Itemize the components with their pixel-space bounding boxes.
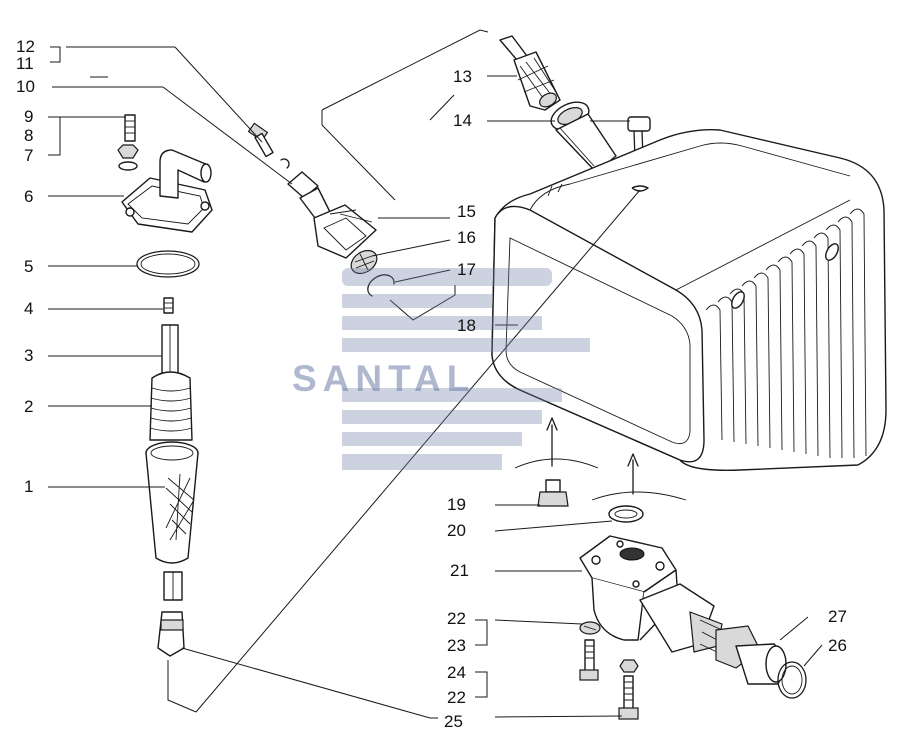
callout-19: 19: [447, 495, 466, 514]
callout-11: 11: [16, 54, 34, 73]
callout-18: 18: [457, 316, 476, 335]
callout-22-lower: 22: [447, 688, 466, 707]
callout-15: 15: [457, 202, 476, 221]
tank-ribs: [705, 208, 867, 459]
cap-part-13: [499, 35, 561, 111]
watermark-text: SANTAL: [292, 358, 476, 399]
callout-12: 12: [16, 37, 35, 56]
callout-2: 2: [24, 397, 34, 416]
tube-part-3: [161, 324, 179, 374]
callout-27: 27: [828, 607, 847, 626]
cover-part-6: [121, 149, 213, 233]
hose-part-14: [550, 101, 617, 173]
callout-6: 6: [24, 187, 34, 206]
outlet-elbow-part-21: [579, 535, 787, 685]
filter-body-part-2: [149, 371, 193, 441]
end-fitting-part-25: [157, 571, 185, 657]
plug-part-19: [537, 479, 569, 507]
callout-17: 17: [457, 260, 476, 279]
o-ring-inner: [140, 253, 196, 275]
callout-10: 10: [16, 77, 35, 96]
nut-part-24: [619, 659, 639, 673]
fitting-part-4: [163, 297, 174, 314]
gasket-part-20: [608, 505, 644, 523]
callout-22-upper: 22: [447, 609, 466, 628]
center-assembly: [247, 122, 395, 297]
bottom-assembly: [514, 417, 807, 720]
fuel-tank-part-18: [491, 129, 887, 471]
washer-part-7: [118, 161, 138, 171]
bolt-part-22: [618, 675, 639, 720]
callout-4: 4: [24, 299, 34, 318]
callout-20: 20: [447, 521, 466, 540]
snap-ring-part-17: [367, 274, 395, 297]
callout-23: 23: [447, 636, 466, 655]
callout-25: 25: [444, 712, 463, 731]
bolt-part-12: [247, 122, 290, 169]
callout-21: 21: [450, 561, 469, 580]
left-assembly: [117, 114, 213, 657]
neck-part-15: [299, 187, 377, 259]
callout-13: 13: [453, 67, 472, 86]
santal-watermark-logo: [342, 268, 590, 470]
leader-lines: [48, 29, 823, 719]
nut-part-8: [117, 144, 139, 159]
stud-part-9: [124, 114, 136, 142]
callout-14: 14: [453, 111, 472, 130]
callout-3: 3: [24, 346, 34, 365]
o-ring-part-5: [136, 250, 200, 278]
callout-1: 1: [24, 477, 34, 496]
washer-part-22: [579, 621, 601, 635]
bolt-part-23: [579, 639, 599, 681]
callout-9: 9: [24, 107, 34, 126]
mesh-part-16: [350, 249, 378, 275]
ring-part-26: [777, 661, 807, 699]
callout-26: 26: [828, 636, 847, 655]
callout-16: 16: [457, 228, 476, 247]
callout-7: 7: [24, 146, 34, 165]
filter-cup-part-1: [145, 441, 199, 564]
callout-5: 5: [24, 257, 34, 276]
callout-8: 8: [24, 126, 34, 145]
callout-24: 24: [447, 663, 466, 682]
